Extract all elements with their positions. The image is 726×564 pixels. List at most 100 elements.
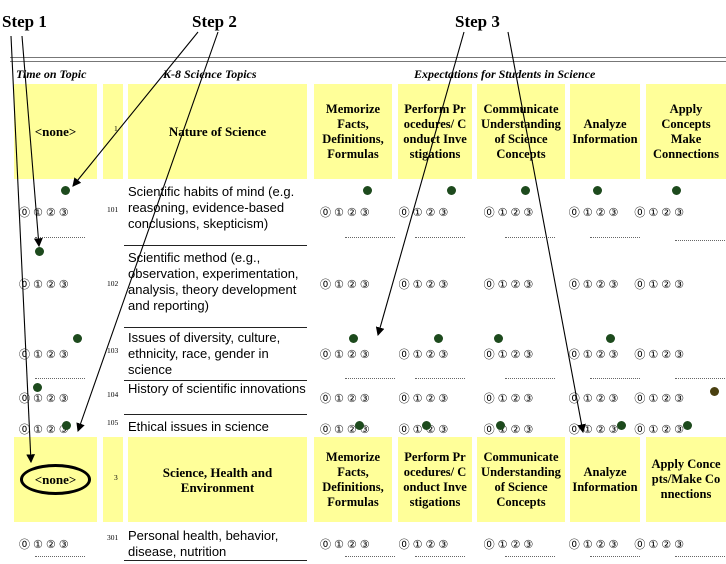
exp-label: Analyze Information [572, 116, 638, 146]
response-dot [447, 186, 456, 195]
scale: ⓪①②③ [568, 392, 622, 405]
response-dot [434, 334, 443, 343]
exp-label: Perform Procedures/ Conduct Investigatio… [403, 449, 467, 509]
response-dot [62, 421, 71, 430]
scale: ⓪①②③ [320, 392, 373, 405]
response-dot [363, 186, 372, 195]
step-2-label: Step 2 [192, 12, 237, 31]
response-dot [494, 334, 503, 343]
row-number: 301 [107, 533, 119, 542]
scale: ⓪①②③ [634, 392, 687, 405]
section3-time-cell[interactable]: <none> [14, 437, 97, 522]
response-dot [521, 186, 530, 195]
section1-time-value: <none> [34, 124, 77, 139]
scale: ⓪①②③ [634, 538, 687, 551]
topic-301: Personal health, behavior, disease, nutr… [128, 528, 279, 559]
scale: ⓪①②③ [399, 423, 452, 436]
exp-label: Analyze Information [572, 464, 638, 494]
section1-title: Nature of Science [168, 124, 267, 139]
response-dot [710, 387, 719, 396]
scale: ⓪①②③ [634, 348, 687, 361]
scale: ⓪①②③ [483, 392, 537, 405]
step1-arrow-b [21, 35, 43, 248]
scale: ⓪①②③ [483, 278, 537, 291]
time-scale-101[interactable]: ⓪①②③ [19, 206, 72, 219]
section1-exp-perform: Perform Procedures/ Conduct Investigatio… [398, 84, 472, 179]
response-dot [593, 186, 602, 195]
response-dot [422, 421, 431, 430]
scale: ⓪①②③ [568, 348, 622, 361]
row-number: 101 [107, 205, 119, 214]
section1-number-cell: 1 [103, 84, 123, 179]
scale: ⓪①②③ [634, 278, 687, 291]
scale: ⓪①②③ [398, 348, 452, 361]
section3-exp-memorize: Memorize Facts, Definitions, Formulas [314, 437, 392, 522]
exp-label: Memorize Facts, Definitions, Formulas [322, 449, 384, 509]
topic-102: Scientific method (e.g., observation, ex… [128, 250, 299, 313]
scale: ⓪①②③ [568, 206, 622, 219]
section3-exp-apply: Apply Concepts/Make Connections [646, 437, 726, 522]
time-on-topic-header: Time on Topic [16, 67, 87, 81]
exp-label: Perform Procedures/ Conduct Investigatio… [403, 101, 467, 161]
section3-title: Science, Health and Environment [162, 464, 273, 495]
section3-title-cell: Science, Health and Environment [128, 437, 307, 522]
section1-time-cell[interactable]: <none> [14, 84, 97, 179]
section3-number: 3 [114, 473, 118, 482]
response-dot [672, 186, 681, 195]
topic-104: History of scientific innovations [128, 381, 306, 396]
exp-label: Communicate Understanding of Science Con… [481, 101, 561, 161]
scale: ⓪①②③ [634, 423, 687, 436]
exp-label: Memorize Facts, Definitions, Formulas [322, 101, 384, 161]
scale: ⓪①②③ [568, 538, 622, 551]
response-dot [349, 334, 358, 343]
step3-arrow-a [375, 31, 465, 337]
exp-scale-102[interactable]: ⓪①②③ ⓪①②③ ⓪①②③ ⓪①②③ ⓪①②③ [320, 276, 726, 292]
row-number: 102 [107, 279, 119, 288]
scale: ⓪①②③ [483, 538, 537, 551]
section1-exp-apply: Apply Concepts Make Connections [646, 84, 726, 179]
section1-number: 1 [114, 124, 118, 133]
time-scale-103[interactable]: ⓪①②③ [19, 348, 72, 361]
scale: ⓪①②③ [398, 392, 452, 405]
row-number: 105 [107, 418, 119, 427]
exp-scale-104[interactable]: ⓪①②③ ⓪①②③ ⓪①②③ ⓪①②③ ⓪①②③ [320, 390, 726, 406]
scale: ⓪①②③ [568, 278, 622, 291]
topic-101: Scientific habits of mind (e.g. reasonin… [128, 184, 295, 231]
section1-exp-analyze: Analyze Information [570, 84, 640, 179]
time-scale-105[interactable]: ⓪①②③ [19, 423, 72, 436]
time-scale-104[interactable]: ⓪①②③ [19, 392, 72, 405]
scale: ⓪①②③ [320, 348, 373, 361]
topic-103: Issues of diversity, culture, ethnicity,… [128, 330, 281, 377]
scale: ⓪①②③ [483, 206, 537, 219]
step1-arrow-a [10, 35, 36, 464]
section3-number-cell: 3 [103, 437, 123, 522]
section1-exp-memorize: Memorize Facts, Definitions, Formulas [314, 84, 392, 179]
section3-exp-analyze: Analyze Information [570, 437, 640, 522]
time-scale-102[interactable]: ⓪①②③ [19, 278, 72, 291]
scale: ⓪①②③ [320, 206, 373, 219]
exp-scale-105[interactable]: ⓪①②③ ⓪①②③ ⓪①②③ ⓪①②③ ⓪①②③ [320, 421, 726, 437]
scale: ⓪①②③ [398, 206, 452, 219]
exp-scale-301[interactable]: ⓪①②③ ⓪①②③ ⓪①②③ ⓪①②③ ⓪①②③ [320, 536, 726, 552]
response-dot [73, 334, 82, 343]
time-scale-301[interactable]: ⓪①②③ [19, 538, 72, 551]
exp-label: Apply Concepts/Make Connections [651, 457, 721, 501]
section3-time-value: <none> [19, 464, 92, 495]
response-dot [496, 421, 505, 430]
response-dot [355, 421, 364, 430]
response-dot [33, 383, 42, 392]
response-dot [617, 421, 626, 430]
expectations-header: Expectations for Students in Science [414, 67, 596, 81]
exp-label: Communicate Understanding of Science Con… [481, 449, 561, 509]
exp-scale-103[interactable]: ⓪①②③ ⓪①②③ ⓪①②③ ⓪①②③ ⓪①②③ [320, 346, 726, 362]
scale: ⓪①②③ [634, 206, 687, 219]
step-1-label: Step 1 [2, 12, 47, 31]
section1-exp-communicate: Communicate Understanding of Science Con… [477, 84, 565, 179]
step-3-label: Step 3 [455, 12, 500, 31]
scale: ⓪①②③ [398, 278, 452, 291]
topic-105: Ethical issues in science [128, 419, 269, 434]
section3-exp-communicate: Communicate Understanding of Science Con… [477, 437, 565, 522]
top-rule [10, 57, 726, 58]
step2-arrow-a [72, 31, 199, 187]
exp-scale-101[interactable]: ⓪①②③ ⓪①②③ ⓪①②③ ⓪①②③ ⓪①②③ [320, 204, 726, 220]
